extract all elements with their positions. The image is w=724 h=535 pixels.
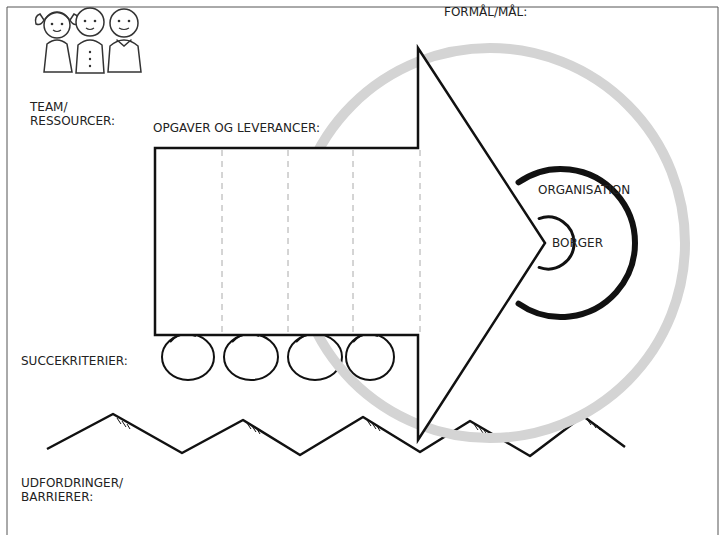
button [89, 58, 91, 60]
node-label: BORGER [552, 236, 632, 250]
eye [128, 20, 131, 23]
column-divider [420, 150, 421, 333]
person-head [44, 12, 70, 38]
task-arrow: OPGAVER OG LEVERANCER: [155, 48, 547, 440]
person-body [44, 40, 72, 72]
eye [84, 20, 87, 23]
section-label: SUCCEKRITERIER: [21, 354, 161, 368]
person-head [110, 9, 138, 37]
node-label: FORMÅL/MÅL: [444, 5, 574, 19]
smile [119, 28, 129, 30]
pigtail [36, 14, 45, 25]
smile [86, 28, 94, 30]
button [89, 65, 91, 67]
column-divider [222, 150, 223, 333]
eye [94, 20, 97, 23]
node-outline [155, 48, 547, 440]
team-icon [36, 8, 142, 73]
eye [118, 20, 121, 23]
success-circle [346, 334, 394, 380]
section-label: TEAM/ RESSOURCER: [30, 100, 130, 128]
eye [51, 23, 54, 26]
column-divider [288, 150, 289, 333]
success-circle [224, 334, 278, 380]
button [89, 51, 91, 53]
success-circle [162, 334, 214, 380]
person-head [76, 8, 104, 36]
collar [117, 40, 131, 46]
smile [53, 30, 61, 32]
hair [45, 13, 69, 20]
person-body [108, 40, 141, 72]
eye [61, 23, 64, 26]
section-label: UDFORDRINGER/ BARRIERER: [21, 476, 139, 504]
node-label: ORGANISATION [538, 183, 658, 197]
face-details [51, 20, 131, 68]
page-frame [7, 7, 718, 535]
target-ring [295, 48, 685, 438]
node-label: OPGAVER OG LEVERANCER: [153, 121, 393, 135]
column-divider [353, 150, 354, 333]
smiles [53, 28, 129, 32]
person-body [76, 40, 104, 73]
success-circles [162, 334, 394, 380]
